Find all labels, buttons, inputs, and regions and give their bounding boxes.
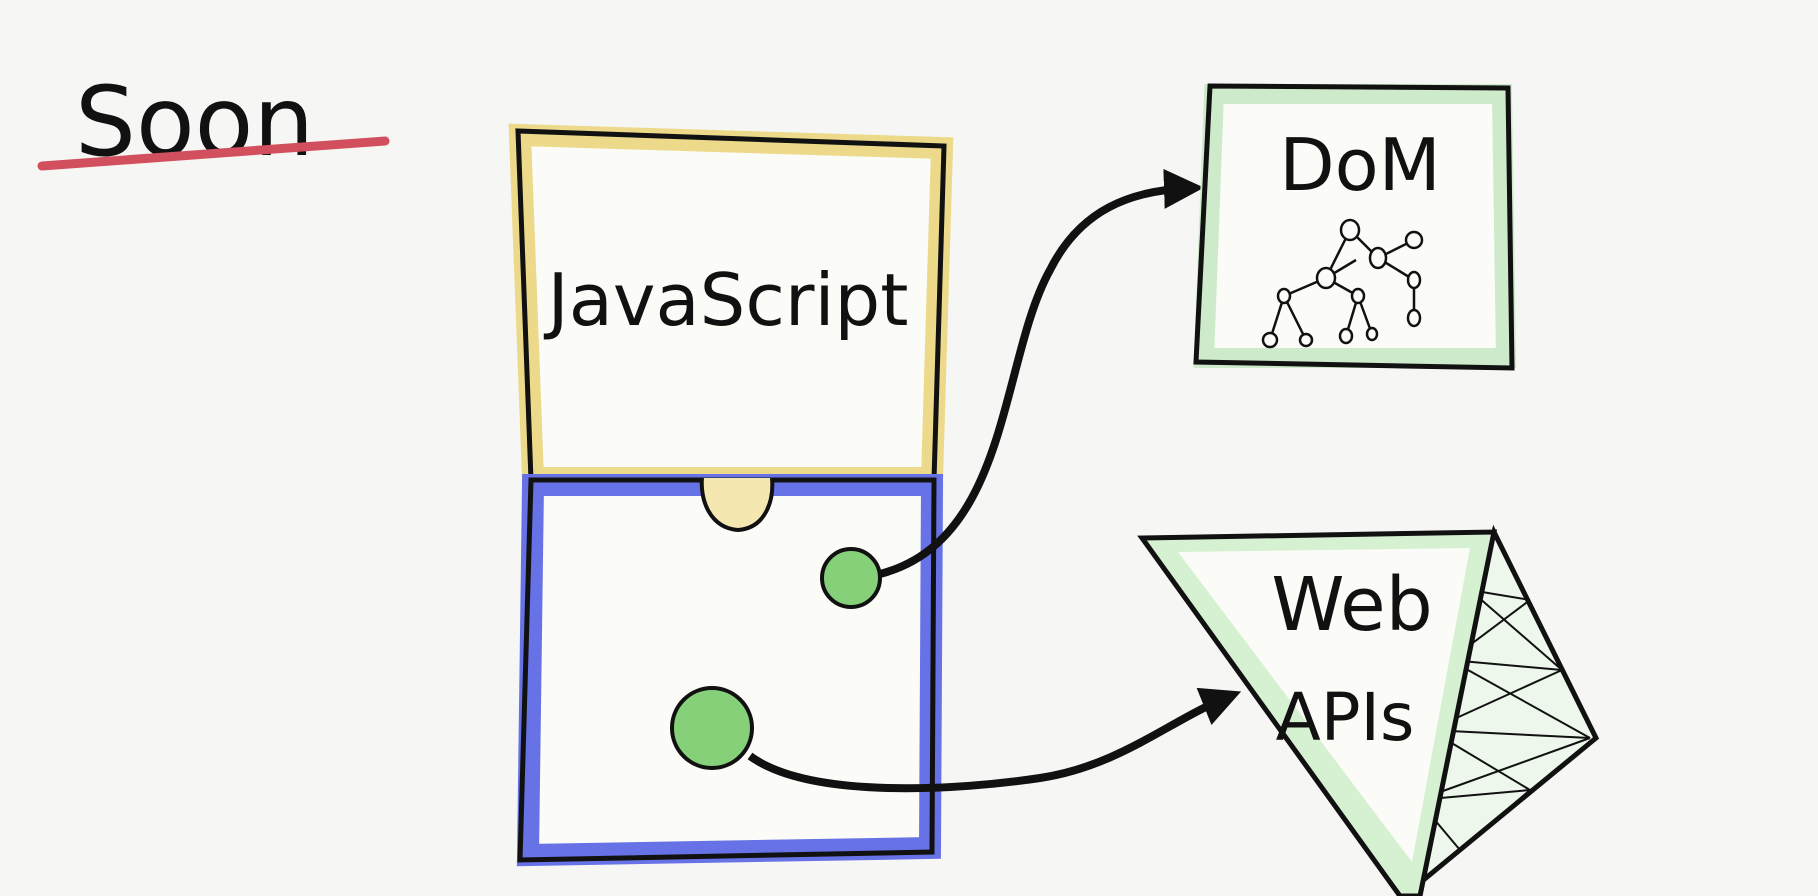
arrow-to-webapis xyxy=(747,687,1242,793)
arrow-to-dom xyxy=(878,168,1204,578)
webapi-binding-node xyxy=(670,686,754,770)
puzzle-notch xyxy=(699,477,775,533)
web-apis-label-line2: APIs xyxy=(1276,679,1415,756)
dom-box-outline xyxy=(1193,83,1515,371)
heading-underline xyxy=(37,136,390,171)
web-apis-shape: Web APIs xyxy=(1137,524,1600,896)
pyramid-front-inner xyxy=(1178,548,1470,862)
tree-graph-icon xyxy=(1261,218,1424,349)
engine-box-outline xyxy=(517,477,937,863)
engine-box xyxy=(516,474,944,867)
heading-group: Soon xyxy=(37,66,390,178)
engine-box-fill xyxy=(516,474,944,867)
dom-box: DoM xyxy=(1193,83,1517,371)
dom-binding-node xyxy=(820,547,882,609)
javascript-label: JavaScript xyxy=(544,258,909,342)
javascript-box: JavaScript xyxy=(508,123,954,489)
dom-label: DoM xyxy=(1279,123,1441,207)
web-apis-label-line1: Web xyxy=(1271,562,1432,648)
